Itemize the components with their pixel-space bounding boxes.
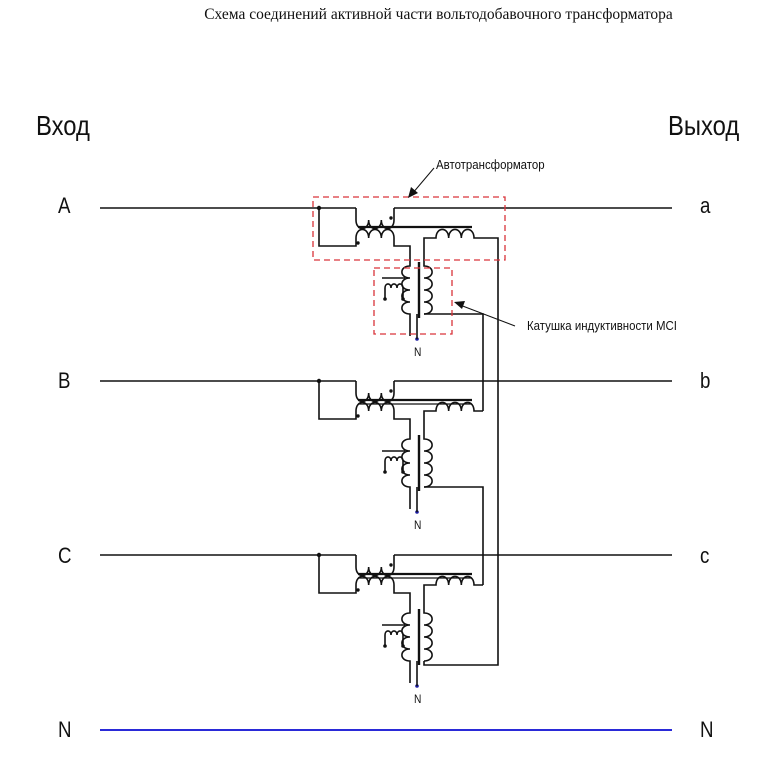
input-label-a: A — [58, 193, 71, 218]
phase-c-regulating-winding — [423, 575, 483, 611]
input-header: Вход — [36, 110, 90, 141]
phase-b-mci-left-coil — [401, 437, 411, 509]
autotransformer-arrow-line — [411, 167, 435, 195]
phase-b-mci-aux-terminal-1 — [383, 470, 387, 474]
phase-c-mci-left-coil — [401, 611, 411, 683]
input-label-c: C — [58, 543, 72, 568]
autotransformer-highlight-box — [312, 196, 506, 261]
autotransformer-arrowhead — [408, 187, 418, 198]
phase-a-mci-right-coil — [423, 264, 433, 315]
phase-c-series-winding — [355, 555, 395, 577]
phase-b-shunt-winding — [318, 381, 395, 420]
wire-mci-b-to-reg-c — [424, 486, 484, 585]
neutral-label-phase-c: N — [414, 692, 422, 706]
phase-a-lead-to-mci — [393, 238, 411, 264]
phase-b-lead-to-mci — [393, 411, 411, 437]
inductor-arrow-line — [459, 304, 516, 327]
phase-a-shunt-winding — [318, 208, 395, 247]
output-label-b: b — [700, 368, 711, 393]
phase-a-mci-aux-winding — [384, 283, 404, 298]
phase-b-shunt-polarity-dot — [356, 414, 360, 418]
neutral-label-phase-a: N — [414, 345, 422, 359]
phase-c-mci-right-coil — [423, 611, 433, 662]
diagram-title: Схема соединений активной части вольтодо… — [204, 6, 673, 23]
phase-c-mci-aux-terminal-1 — [383, 644, 387, 648]
phase-c-lead-to-mci — [393, 585, 411, 611]
phase-a-mci-aux-terminal-1 — [383, 297, 387, 301]
phase-b-mci-aux-terminal-2 — [401, 470, 405, 474]
output-label-n: N — [700, 717, 714, 742]
output-header: Выход — [668, 110, 740, 141]
phase-a-series-winding — [355, 208, 395, 230]
phase-c-shunt-winding — [318, 555, 395, 594]
phase-b-regulating-winding — [423, 401, 483, 437]
autotransformer-annotation: Автотрансформатор — [436, 157, 545, 172]
phase-b-mci-right-coil — [423, 437, 433, 488]
phase-a-mci-left-coil — [401, 264, 411, 336]
output-label-a: a — [700, 193, 711, 218]
phase-c-mci-aux-terminal-2 — [401, 644, 405, 648]
phase-b-mci-aux-winding — [384, 456, 404, 471]
phase-c-series-polarity-dot — [389, 563, 393, 567]
input-label-b: B — [58, 368, 71, 393]
wire-reg-a-to-mci-c — [423, 237, 499, 666]
neutral-label-phase-b: N — [414, 518, 422, 532]
inductor-annotation: Катушка индуктивности MCI — [527, 318, 677, 333]
phase-c-shunt-polarity-dot — [356, 588, 360, 592]
inductor-arrowhead — [454, 301, 465, 309]
output-label-c: c — [700, 543, 710, 568]
phase-b-series-polarity-dot — [389, 389, 393, 393]
phase-a-regulating-winding — [423, 228, 483, 264]
wire-mci-a-to-reg-b — [424, 313, 484, 411]
phase-a-shunt-polarity-dot — [356, 241, 360, 245]
phase-b-series-winding — [355, 381, 395, 403]
phase-c-mci-aux-winding — [384, 630, 404, 645]
phase-a-series-polarity-dot — [389, 216, 393, 220]
input-label-n: N — [58, 717, 72, 742]
phase-a-mci-aux-terminal-2 — [401, 297, 405, 301]
inductor-highlight-box — [373, 267, 453, 335]
